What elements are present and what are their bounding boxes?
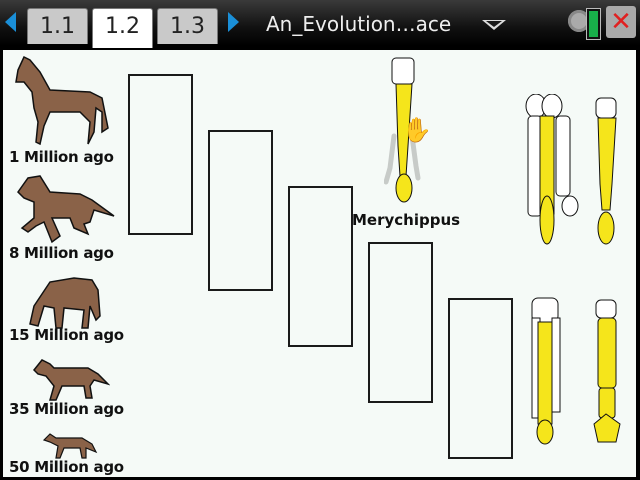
- foot-bone-side-toes-image[interactable]: [524, 296, 564, 446]
- foot-bone-hoof-image[interactable]: [592, 296, 622, 446]
- horse-label: 15 Million ago: [9, 326, 124, 344]
- horse-label: 35 Million ago: [9, 400, 124, 418]
- close-button[interactable]: ✕: [606, 6, 636, 38]
- chevron-down-icon[interactable]: [482, 20, 506, 30]
- horse-label: 8 Million ago: [9, 244, 114, 262]
- tab-1-1[interactable]: 1.1: [27, 8, 88, 44]
- previous-page-arrow-icon[interactable]: [5, 12, 16, 32]
- grab-hand-cursor-icon: ✋: [402, 116, 432, 144]
- horse-1-million-image[interactable]: [10, 52, 115, 147]
- dragged-item-label: Merychippus: [352, 211, 461, 229]
- horse-8-million-image[interactable]: [14, 172, 116, 244]
- battery-icon: [586, 8, 601, 40]
- drop-target-box-4[interactable]: [368, 242, 433, 403]
- horse-50-million-image[interactable]: [42, 432, 98, 460]
- drop-target-box-3[interactable]: [288, 186, 353, 347]
- document-title[interactable]: An_Evolution…ace: [266, 12, 452, 36]
- foot-bone-single-image[interactable]: [592, 94, 622, 246]
- gear-icon[interactable]: [568, 10, 590, 32]
- horse-label: 50 Million ago: [9, 458, 124, 476]
- horse-35-million-image[interactable]: [32, 358, 110, 402]
- tab-1-2[interactable]: 1.2: [92, 8, 153, 48]
- horse-15-million-image[interactable]: [24, 276, 106, 334]
- drop-target-box-1[interactable]: [128, 74, 193, 235]
- drop-target-box-5[interactable]: [448, 298, 513, 459]
- drop-target-box-2[interactable]: [208, 130, 273, 291]
- next-page-arrow-icon[interactable]: [228, 12, 239, 32]
- foot-bone-three-toe-image[interactable]: [522, 94, 582, 246]
- tab-1-3[interactable]: 1.3: [157, 8, 218, 44]
- horse-label: 1 Million ago: [9, 148, 114, 166]
- top-bar: 1.1 1.2 1.3 An_Evolution…ace ✕: [0, 0, 640, 48]
- merychippus-foot-bone-image[interactable]: [384, 56, 424, 206]
